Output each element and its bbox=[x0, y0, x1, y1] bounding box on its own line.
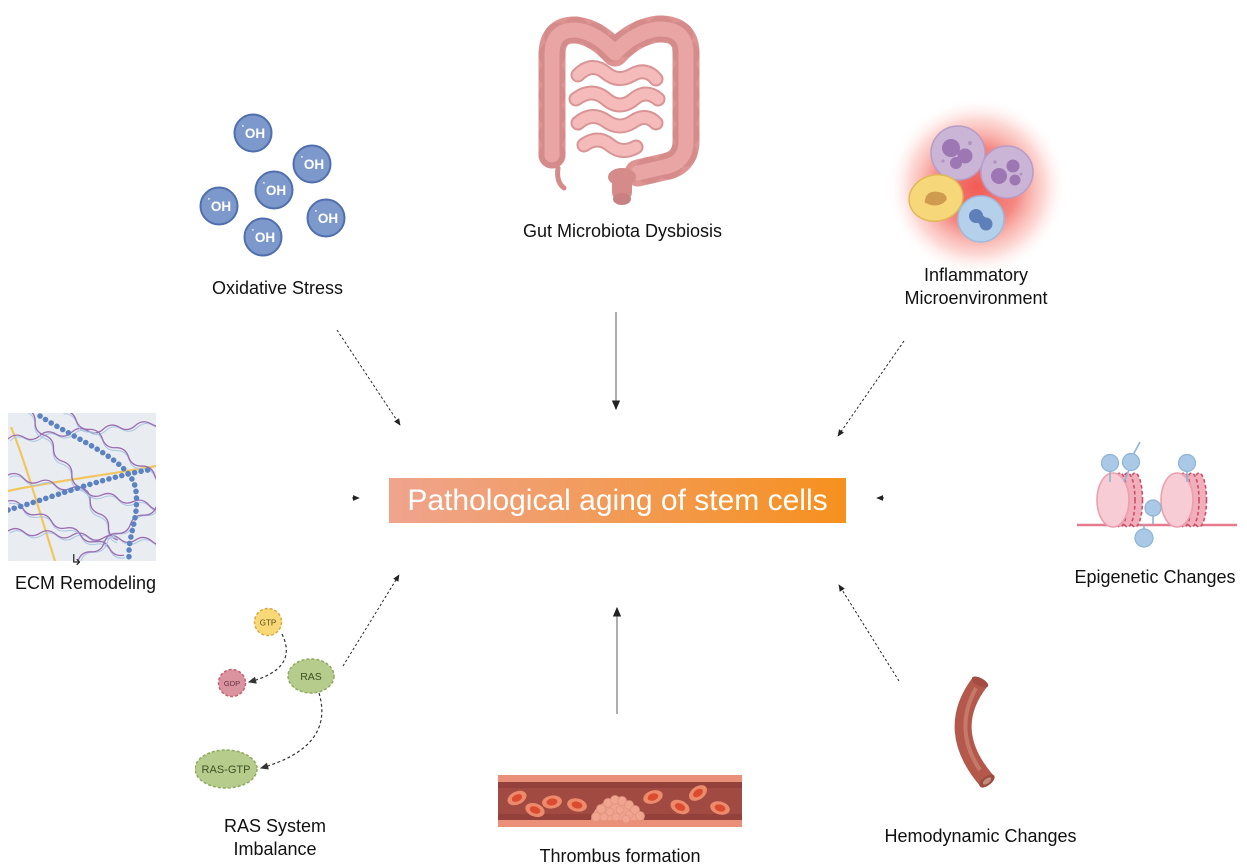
nucleosomes-icon bbox=[1077, 441, 1237, 548]
svg-text:˙OH: ˙OH bbox=[241, 123, 265, 141]
thrombus-clot-icon bbox=[591, 795, 645, 824]
intestine-icon bbox=[538, 15, 700, 205]
ras-to-rasgtp-arrow bbox=[259, 692, 323, 770]
gtp-node-label: GTP bbox=[260, 619, 276, 628]
oh-label: OH bbox=[266, 183, 286, 198]
ras-cycle-icon: GTP GDP RAS RAS-GTP bbox=[195, 607, 335, 789]
gtp-to-gdp-arrow bbox=[247, 633, 287, 684]
blood-vessel-icon bbox=[498, 775, 742, 827]
curved-vessel-icon bbox=[954, 676, 995, 788]
hydroxyl-radicals-icon: ˙OH ˙OH ˙OH ˙OH ˙OH ˙OH bbox=[199, 113, 346, 257]
radical-dot: ˙ bbox=[241, 123, 245, 137]
svg-text:˙OH: ˙OH bbox=[300, 154, 324, 172]
radical-dot: ˙ bbox=[262, 180, 266, 194]
gdp-node bbox=[217, 668, 247, 698]
neutrophil-cell-icon bbox=[930, 125, 986, 181]
nucleosome-icon bbox=[1160, 472, 1208, 528]
hemodynamic-label: Hemodynamic Changes bbox=[884, 826, 1077, 846]
arrow-oxidative-to-center bbox=[336, 329, 401, 426]
oh-label: OH bbox=[318, 211, 338, 226]
neutrophil-cell-icon bbox=[980, 145, 1034, 199]
lymphocyte-cell-icon bbox=[957, 195, 1005, 243]
epigenetic-label: Epigenetic Changes bbox=[1074, 567, 1236, 587]
ras-label: RAS System Imbalance bbox=[195, 815, 355, 860]
radical-dot: ˙ bbox=[300, 154, 304, 168]
gut-microbiota-label: Gut Microbiota Dysbiosis bbox=[522, 221, 723, 241]
svg-text:˙OH: ˙OH bbox=[314, 208, 338, 226]
corner-arrow-icon: ↳ bbox=[70, 552, 83, 569]
inflammatory-cells-icon bbox=[887, 98, 1067, 277]
central-title: Pathological aging of stem cells bbox=[389, 478, 846, 523]
gtp-node bbox=[253, 607, 283, 637]
inflammatory-label-line1: Inflammatory bbox=[923, 265, 1029, 285]
inflammatory-label: Inflammatory Microenvironment bbox=[878, 264, 1074, 309]
ras-label-line1: RAS System bbox=[223, 816, 327, 836]
gdp-node-label: GDP bbox=[224, 679, 240, 688]
oh-label: OH bbox=[304, 157, 324, 172]
svg-text:˙OH: ˙OH bbox=[251, 227, 275, 245]
oh-label: OH bbox=[245, 126, 265, 141]
ras-node-label: RAS bbox=[300, 671, 322, 683]
arrow-ras-to-center bbox=[342, 574, 400, 667]
ras-gtp-node-label: RAS-GTP bbox=[202, 764, 251, 776]
ras-gtp-node bbox=[195, 749, 258, 789]
ecm-fibers-icon bbox=[8, 413, 156, 561]
svg-text:˙OH: ˙OH bbox=[262, 180, 286, 198]
ras-label-line2: Imbalance bbox=[233, 838, 317, 859]
inflammatory-label-line2: Microenvironment bbox=[904, 287, 1048, 308]
central-title-text: Pathological aging of stem cells bbox=[407, 484, 828, 517]
red-blood-cells-icon bbox=[507, 785, 730, 818]
oxidative-stress-label: Oxidative Stress bbox=[211, 278, 344, 298]
ras-node bbox=[287, 658, 335, 694]
methyl-group-icons bbox=[1109, 441, 1188, 530]
oh-label: OH bbox=[211, 199, 231, 214]
oh-label: OH bbox=[255, 230, 275, 245]
nucleosome-icon bbox=[1096, 472, 1144, 528]
svg-text:˙OH: ˙OH bbox=[207, 196, 231, 214]
radical-dot: ˙ bbox=[314, 208, 318, 222]
ecm-label: ECM Remodeling bbox=[14, 573, 157, 593]
arrow-hemodynamic-to-center bbox=[838, 584, 900, 682]
radical-dot: ˙ bbox=[207, 196, 211, 210]
monocyte-cell-icon bbox=[908, 174, 964, 222]
arrow-inflammatory-to-center bbox=[837, 340, 905, 437]
radical-dot: ˙ bbox=[251, 227, 255, 241]
thrombus-label: Thrombus formation bbox=[539, 846, 701, 866]
